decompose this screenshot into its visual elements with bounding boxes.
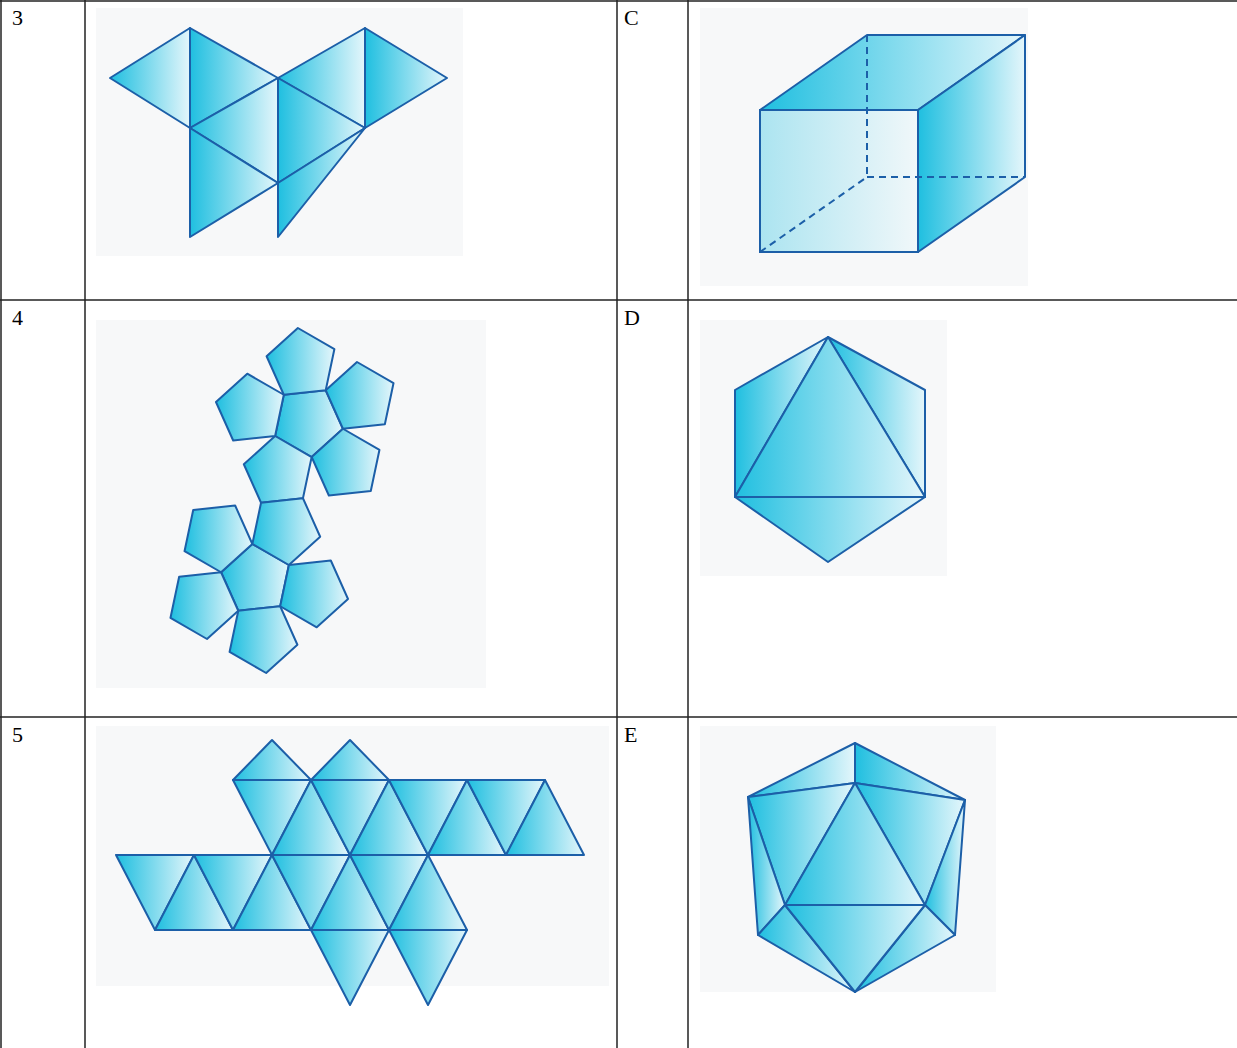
triangle-face — [785, 783, 925, 905]
triangle-face — [389, 855, 467, 930]
cube — [760, 35, 1025, 252]
pentagon-face — [312, 429, 380, 496]
triangle-face — [389, 930, 467, 1005]
octahedron — [735, 337, 925, 562]
pentagon-face — [280, 561, 348, 628]
triangle-face — [365, 28, 447, 128]
hidden-edge — [760, 177, 867, 252]
triangle-face — [278, 128, 365, 237]
cube-edge — [760, 110, 918, 252]
table-cell-label: D — [624, 306, 640, 330]
triangle-face — [735, 497, 925, 562]
table-cell-label: 3 — [12, 6, 23, 30]
triangle-face — [735, 337, 925, 497]
triangle-face — [311, 740, 389, 780]
octahedron-net — [110, 28, 447, 237]
triangle-face — [233, 740, 311, 780]
table-cell-label: 4 — [12, 306, 23, 330]
icosahedron-net — [116, 740, 584, 1005]
dodecahedron-net — [170, 328, 393, 673]
triangle-face — [311, 930, 389, 1005]
solids-and-nets — [110, 28, 1025, 1005]
table-cell-label: 5 — [12, 723, 23, 747]
image-grounds — [96, 8, 1028, 992]
cube-face — [760, 110, 918, 252]
triangle-face — [190, 128, 278, 237]
pentagon-face — [252, 498, 320, 565]
pentagon-face — [326, 362, 394, 429]
pentagon-face — [230, 606, 298, 673]
pentagon-face — [216, 374, 284, 441]
hidden-edge — [867, 176, 1025, 178]
pentagon-face — [244, 436, 312, 503]
triangle-face — [110, 28, 190, 128]
pentagon-face — [170, 572, 238, 639]
cube-face — [918, 35, 1025, 252]
pentagon-face — [185, 506, 253, 573]
triangle-face — [785, 905, 925, 992]
icosahedron — [748, 743, 965, 992]
table-cell-label: C — [624, 6, 639, 30]
hidden-edge — [866, 35, 868, 177]
triangle-face — [506, 780, 584, 855]
table-cell-label: E — [624, 723, 637, 747]
pentagon-face — [267, 328, 335, 395]
